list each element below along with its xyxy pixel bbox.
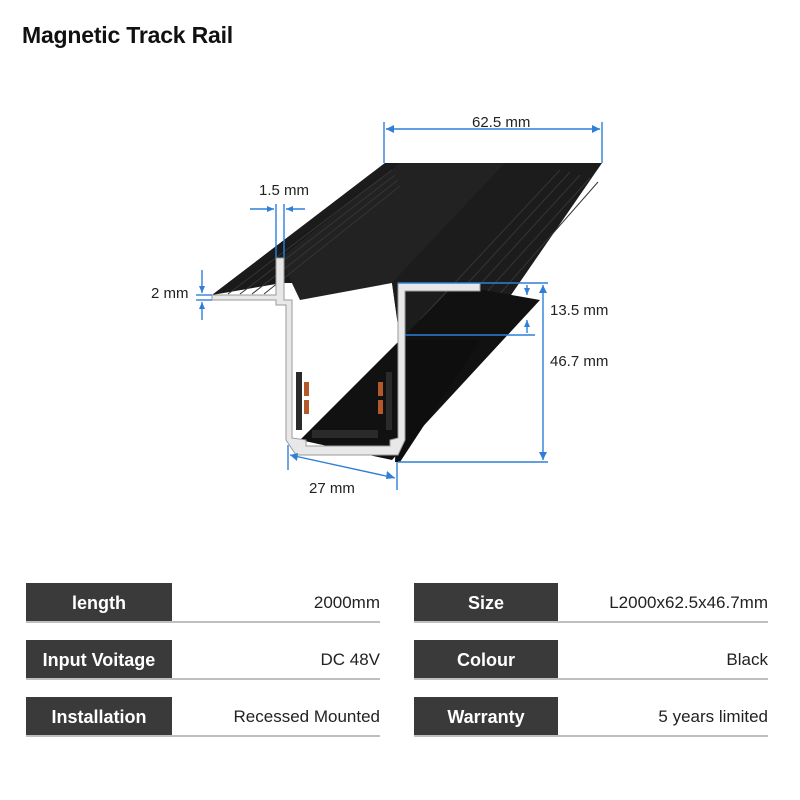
conductor-strips (304, 382, 383, 414)
rail-body (212, 163, 602, 462)
spec-row-installation: Installation Recessed Mounted (26, 697, 380, 737)
spec-row-size: Size L2000x62.5x46.7mm (414, 583, 768, 623)
divider (26, 621, 380, 623)
spec-value: L2000x62.5x46.7mm (609, 593, 768, 612)
dim-width-bottom-label: 27 mm (309, 480, 355, 497)
dim-wall-label: 1.5 mm (259, 182, 309, 199)
divider (414, 735, 768, 737)
page-title: Magnetic Track Rail (22, 22, 233, 48)
spec-value: 2000mm (313, 593, 380, 612)
spec-label: Input Voitage (26, 640, 172, 680)
dim-width-top-label: 62.5 mm (472, 114, 530, 131)
track-rail-diagram: 62.5 mm 1.5 mm 2 mm 13.5 mm 46.7 mm 27 m… (151, 114, 608, 497)
spec-row-input-voltage: Input Voitage DC 48V (26, 640, 380, 680)
dimension-arrowheads (199, 125, 600, 479)
spec-row-warranty: Warranty 5 years limited (414, 697, 768, 737)
spec-value: 5 years limited (658, 707, 768, 726)
spec-value: Black (726, 650, 768, 669)
spec-label: Size (414, 583, 558, 623)
spec-value: DC 48V (320, 650, 380, 669)
spec-row-length: length 2000mm (26, 583, 380, 623)
divider (414, 621, 768, 623)
dim-height-label: 46.7 mm (550, 353, 608, 370)
divider (26, 735, 380, 737)
dim-inner-depth-label: 13.5 mm (550, 302, 608, 319)
dimension-lines (196, 122, 603, 490)
spec-label: Colour (414, 640, 558, 680)
spec-label: Installation (26, 697, 172, 737)
dim-flange-label: 2 mm (151, 285, 189, 302)
inner-clips (296, 372, 392, 438)
spec-label: length (26, 583, 172, 623)
spec-value: Recessed Mounted (233, 707, 380, 726)
spec-row-colour: Colour Black (414, 640, 768, 680)
divider (26, 678, 380, 680)
spec-label: Warranty (414, 697, 558, 737)
divider (414, 678, 768, 680)
